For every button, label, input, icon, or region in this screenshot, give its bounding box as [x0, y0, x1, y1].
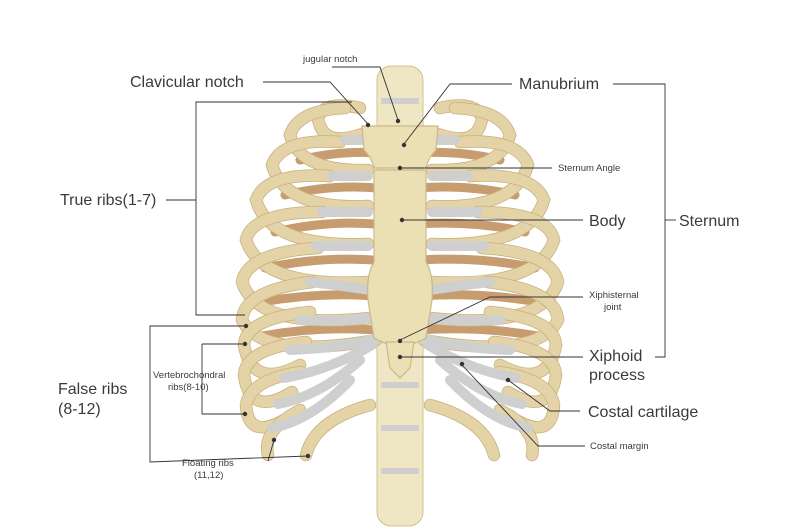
sternum-bone [361, 125, 439, 379]
manubrium-label: Manubrium [519, 76, 599, 93]
false-ribs-label-line2: (8-12) [58, 401, 101, 418]
vertebrochondral-label-line1: Vertebrochondral [153, 370, 225, 381]
floating-ribs-label-line1: Floating ribs [182, 458, 234, 469]
clavicular-notch-label: Clavicular notch [130, 74, 244, 91]
xiphoid-label-line2: process [589, 367, 645, 384]
labels: jugular notch Clavicular notch Manubrium… [58, 54, 739, 481]
sternum-angle-label: Sternum Angle [558, 163, 620, 174]
vertebrochondral-label-line2: ribs(8-10) [168, 382, 209, 393]
jugular-notch-label: jugular notch [302, 54, 357, 65]
true-ribs-label: True ribs(1-7) [60, 192, 156, 209]
xiphoid-bone [385, 341, 415, 379]
xiphisternal-label-line2: joint [603, 302, 622, 313]
xiphoid-label-line1: Xiphoid [589, 348, 642, 365]
sternum-label: Sternum [679, 213, 739, 230]
xiphisternal-label-line1: Xiphisternal [589, 290, 639, 301]
costal-margin-label: Costal margin [590, 441, 649, 452]
sternum-body-bone [367, 169, 433, 349]
false-ribs-label-line1: False ribs [58, 381, 127, 398]
floating-ribs-label-line2: (11,12) [194, 470, 223, 481]
leader-lines [149, 66, 676, 463]
body-label: Body [589, 213, 625, 230]
manubrium-bone [361, 125, 439, 169]
costal-cartilages [267, 135, 533, 433]
costal-cartilage-label: Costal cartilage [588, 404, 698, 421]
